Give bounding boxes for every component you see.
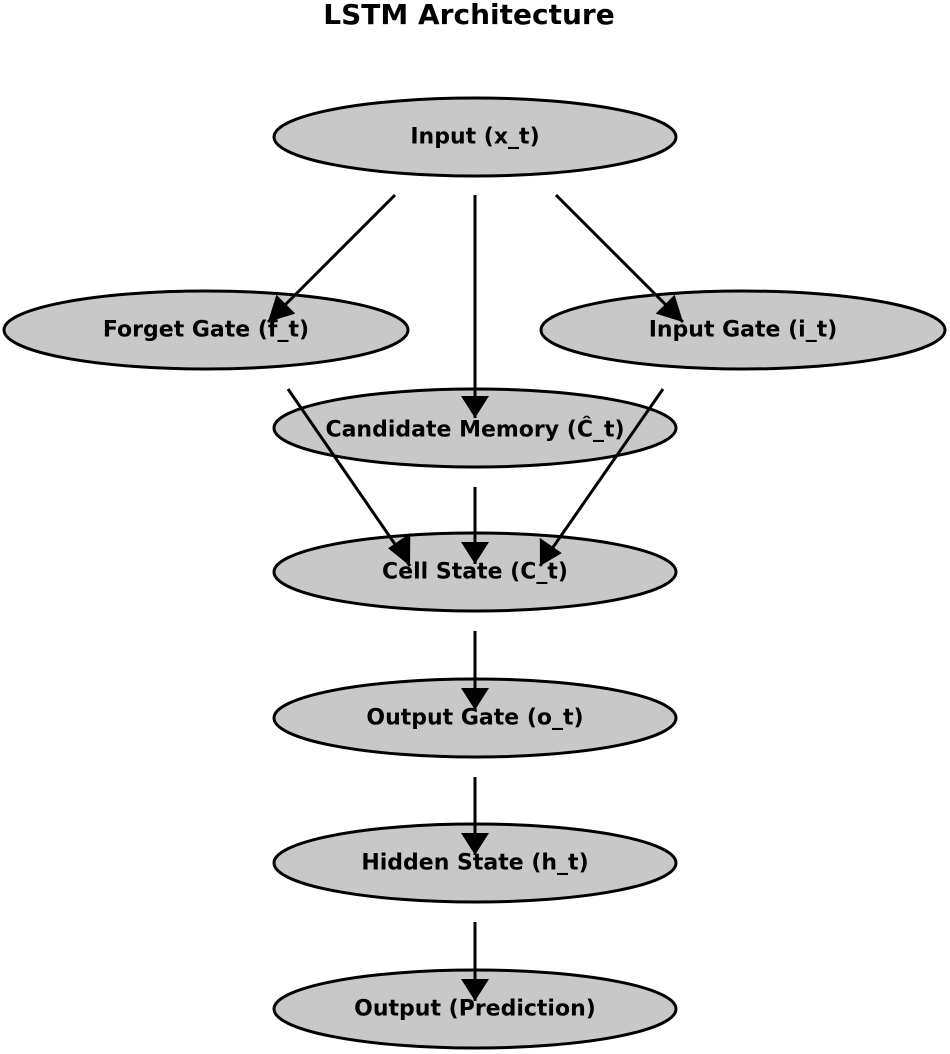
arrowhead-icon (655, 294, 683, 322)
arrowhead-icon (388, 533, 411, 566)
arrowhead-icon (268, 294, 296, 322)
edge-hidden-state-to-output (461, 922, 489, 1001)
node-candidate-memory-label: Candidate Memory (Ĉ_t) (325, 417, 624, 443)
node-forget-gate-shape (2, 289, 410, 371)
arrowhead-icon (461, 396, 489, 418)
edge-input-to-forget-gate (266, 193, 397, 324)
node-input-label: Input (x_t) (410, 125, 539, 150)
edge-forget-gate-to-cell-state-line (286, 388, 412, 567)
edge-input-to-candidate-memory (461, 195, 489, 418)
node-input: Input (x_t) (272, 96, 678, 178)
edge-input-to-input-gate-line (554, 193, 685, 324)
arrowhead-icon (461, 979, 489, 1001)
edge-input-gate-to-cell-state-line (538, 388, 665, 567)
node-input-shape (272, 96, 678, 178)
edge-cell-state-to-output-gate (461, 631, 489, 710)
edge-candidate-memory-to-cell-state (461, 487, 489, 564)
node-hidden-state: Hidden State (h_t) (272, 822, 678, 904)
node-forget-gate-label: Forget Gate (f_t) (103, 318, 309, 343)
edge-input-gate-to-cell-state (538, 388, 665, 567)
arrowhead-icon (461, 688, 489, 710)
node-forget-gate: Forget Gate (f_t) (2, 289, 410, 371)
edge-forget-gate-to-cell-state (286, 388, 412, 567)
arrowhead-icon (539, 537, 562, 566)
node-input-gate-label: Input Gate (i_t) (649, 318, 838, 343)
edge-input-to-input-gate (554, 193, 685, 324)
diagram-title: LSTM Architecture (323, 0, 614, 31)
node-input-gate-shape (539, 289, 947, 371)
node-input-gate: Input Gate (i_t) (539, 289, 947, 371)
node-output-gate: Output Gate (o_t) (272, 677, 678, 759)
edge-input-to-forget-gate-line (266, 193, 397, 324)
arrowhead-icon (461, 833, 489, 855)
node-candidate-memory: Candidate Memory (Ĉ_t) (272, 387, 678, 469)
arrowhead-icon (461, 542, 489, 564)
edge-output-gate-to-hidden-state (461, 777, 489, 855)
